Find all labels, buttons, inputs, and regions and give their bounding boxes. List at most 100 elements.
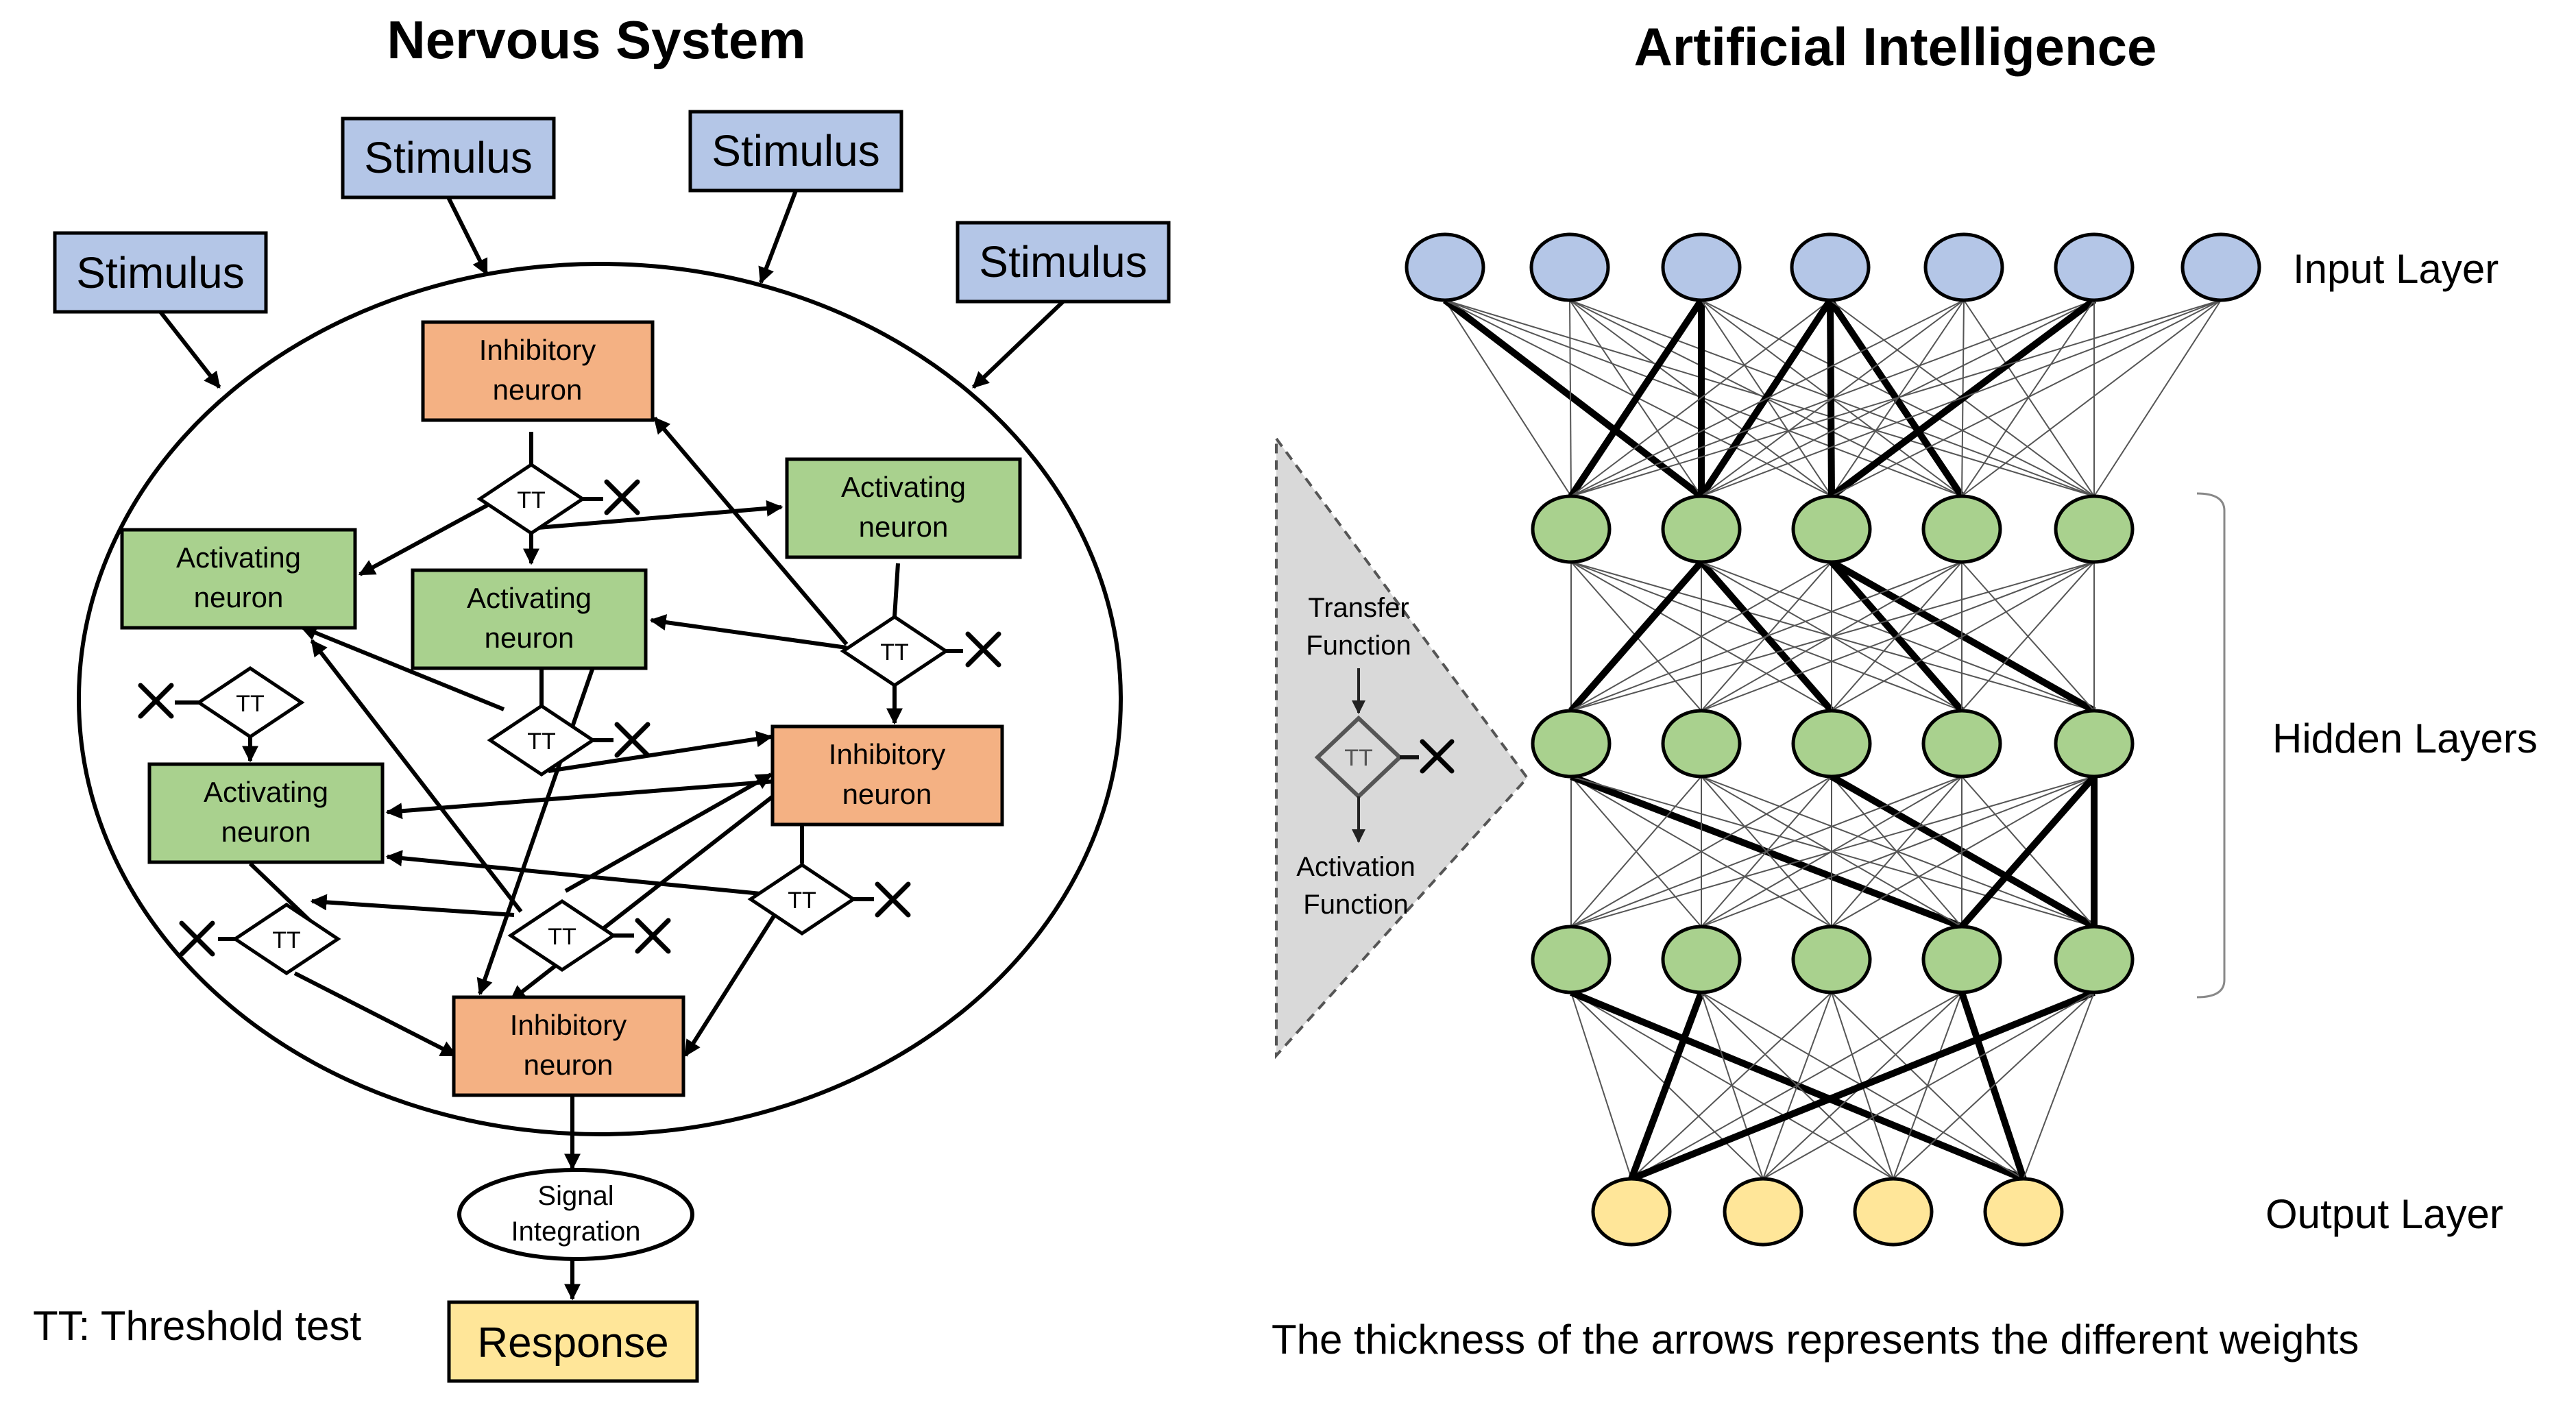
weight-connection [1831,300,2222,497]
tt-label: TT [272,927,301,953]
artificial-intelligence-panel: Artificial Intelligence Transfer Functio… [1272,16,2538,1363]
edge [649,614,847,650]
input-node [2054,232,2135,302]
weight-connection [1631,992,1963,1180]
neuron-label: neuron [524,1049,613,1081]
weight-connection [1958,991,2027,1180]
neuron-label: neuron [194,581,284,613]
input-node [2180,232,2261,302]
input-layer-label: Input Layer [2293,246,2499,292]
weight-connection [1568,298,1705,498]
weight-connection [1444,300,1572,497]
signal-integration-node: Signal Integration [457,1168,694,1261]
input-node [1923,232,2004,302]
threshold-test-diamond: TT [138,665,305,740]
stimulus-box: Stimulus [956,221,1171,304]
internal-connections [242,417,903,1301]
threshold-test-diamond: TT [179,902,341,976]
hidden-node [1921,925,2002,994]
transfer-function-label: Transfer [1308,593,1409,623]
weight-connection [1630,989,2095,1182]
threshold-test-diamond: TT [840,614,1001,688]
edge [548,731,773,773]
stimulus-arrow [446,196,489,276]
edge [385,779,775,820]
activation-detail-panel [1275,434,1529,1060]
hidden-layers-label: Hidden Layers [2272,716,2538,761]
edge [683,914,777,1058]
output-node [1983,1177,2064,1247]
stimulus-box: Stimulus [688,110,903,193]
inhibitory-neuron-box: Inhibitory neuron [421,320,655,422]
neuron-label: Inhibitory [829,738,945,770]
hidden-node [1791,709,1872,779]
response-label: Response [477,1319,668,1367]
edge [310,639,523,913]
activating-neuron-box: Activating neuron [147,762,385,864]
x-mark-icon [138,683,174,719]
threshold-test-diamond: TT [507,899,671,973]
tt-label: TT [236,691,265,717]
output-node [1591,1177,1672,1247]
weight-connection [1961,300,2095,497]
edge [537,500,783,530]
edge [892,563,900,618]
input-node [1661,232,1742,302]
neuron-label: Activating [176,541,301,574]
hidden-node [2054,925,2135,994]
activation-function-label: Activation [1296,852,1415,882]
stimulus-box: Stimulus [53,231,268,314]
hidden-node [1661,494,1742,564]
neuron-label: Activating [841,471,966,503]
hidden-node [2054,709,2135,779]
x-mark-icon [604,479,640,515]
x-mark-icon [635,918,671,954]
tt-label: TT [527,729,556,755]
output-node [1723,1177,1803,1247]
hidden-node [1661,709,1742,779]
body-ellipse [77,262,1123,1136]
edge [509,793,776,1003]
weight-connection [1568,559,1704,713]
weight-connection [1961,561,2095,711]
stimulus-arrow [758,189,798,284]
weight-connection [1570,776,1832,927]
stimulus-label: Stimulus [76,248,244,297]
weight-connection [1570,776,1963,927]
hidden-node [1791,494,1872,564]
stimulus-label: Stimulus [979,237,1147,286]
neuron-label: Inhibitory [479,334,596,366]
activation-function-label: Function [1303,890,1408,920]
stimulus-label: Stimulus [364,133,532,182]
nervous-system-title: Nervous System [387,10,805,70]
weights-caption: The thickness of the arrows represents t… [1272,1317,2359,1363]
weight-connection [1831,561,2095,711]
neuron-label: neuron [493,374,583,406]
signal-integration-label: Integration [511,1217,640,1247]
threshold-test-diamond: TT [747,862,911,936]
neuron-label: neuron [859,511,949,543]
threshold-test-diamond: TT [487,703,651,777]
tt-label: TT [788,888,816,914]
neuron-label: Inhibitory [510,1009,627,1041]
threshold-legend: TT: Threshold test [33,1303,361,1349]
stimulus-label: Stimulus [712,126,879,175]
weight-connection [1831,776,2095,927]
edge [564,772,773,893]
tt-label: TT [517,487,546,513]
x-mark-icon [875,881,911,918]
weight-connection [1631,992,1832,1180]
neuron-label: neuron [842,778,932,810]
tt-label: TT [880,639,909,665]
stimulus-box: Stimulus [341,117,556,199]
edge [300,625,505,711]
inhibitory-neuron-box: Inhibitory neuron [452,995,685,1097]
weight-connection [1570,776,2095,927]
ai-title: Artificial Intelligence [1634,16,2157,77]
output-node [1853,1177,1934,1247]
weight-connection [1570,561,1963,711]
weight-connection [1570,561,1832,711]
weight-connection [1442,297,1704,499]
neuron-label: neuron [221,816,311,848]
